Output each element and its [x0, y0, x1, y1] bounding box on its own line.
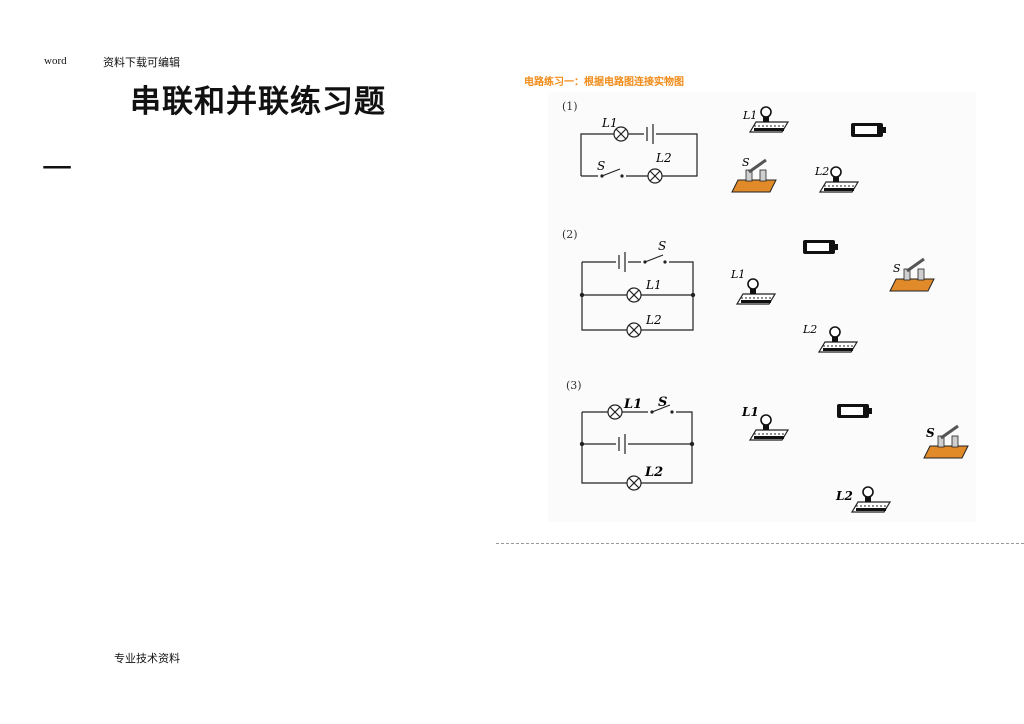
header-note: 资料下载可编辑	[103, 56, 180, 69]
circuit-diagram-3: (3) L1 S L2	[566, 379, 695, 491]
footer-note: 专业技术资料	[114, 652, 180, 665]
item-number-1: (1)	[562, 100, 578, 113]
switch-symbol	[640, 253, 670, 269]
exercise-figure: (1) L1 S L2 L1 S L2 (2) S L1 L2 L1	[548, 92, 976, 522]
label-s: S	[658, 395, 667, 410]
lamp-board-l2	[851, 486, 891, 513]
circuit-diagram-1: (1) L1 S L2	[562, 100, 698, 184]
circuit-figure-svg: (1) L1 S L2 L1 S L2 (2) S L1 L2 L1	[562, 100, 970, 513]
lamp-symbol-l1	[607, 404, 623, 420]
comp-label-s: S	[926, 426, 935, 440]
comp-label-l1: L1	[730, 268, 745, 281]
page-divider	[496, 543, 1024, 544]
label-l1: L1	[645, 278, 662, 292]
header-word: word	[44, 55, 67, 67]
battery-symbol	[615, 251, 629, 273]
battery-symbol	[643, 123, 657, 145]
battery-symbol	[615, 433, 629, 455]
components-3: L1 S L2	[741, 404, 970, 513]
switch-board	[730, 158, 778, 194]
battery-pack	[837, 404, 872, 418]
label-l2: L2	[644, 465, 663, 480]
lamp-symbol-l2	[626, 322, 642, 338]
lamp-symbol-l2	[647, 168, 663, 184]
components-2: L1 S L2	[730, 240, 936, 353]
exercise-title: 电路练习一：根据电路图连接实物图	[524, 77, 684, 88]
label-s: S	[658, 239, 666, 253]
comp-label-l2: L2	[835, 489, 853, 503]
comp-label-s: S	[893, 262, 901, 275]
section-number: 一	[42, 152, 72, 187]
label-s: S	[597, 159, 605, 173]
comp-label-l2: L2	[814, 165, 829, 178]
circuit-diagram-2: (2) S L1 L2	[562, 228, 696, 338]
comp-label-l1: L1	[741, 405, 759, 419]
comp-label-l2: L2	[802, 323, 817, 336]
battery-pack	[803, 240, 838, 254]
item-number-2: (2)	[562, 228, 578, 241]
comp-label-l1: L1	[742, 109, 757, 122]
label-l1: L1	[601, 116, 618, 130]
lamp-board-l2	[818, 326, 858, 353]
battery-pack	[851, 123, 886, 137]
page-title: 串联和并联练习题	[130, 84, 386, 120]
lamp-symbol-l1	[626, 287, 642, 303]
label-l2: L2	[645, 313, 662, 327]
comp-label-s: S	[742, 156, 750, 169]
lamp-symbol-l2	[626, 475, 642, 491]
item-number-3: (3)	[566, 379, 582, 392]
label-l2: L2	[655, 151, 672, 165]
label-l1: L1	[623, 397, 642, 412]
components-1: L1 S L2	[730, 106, 886, 194]
lamp-board-l1	[736, 278, 776, 305]
